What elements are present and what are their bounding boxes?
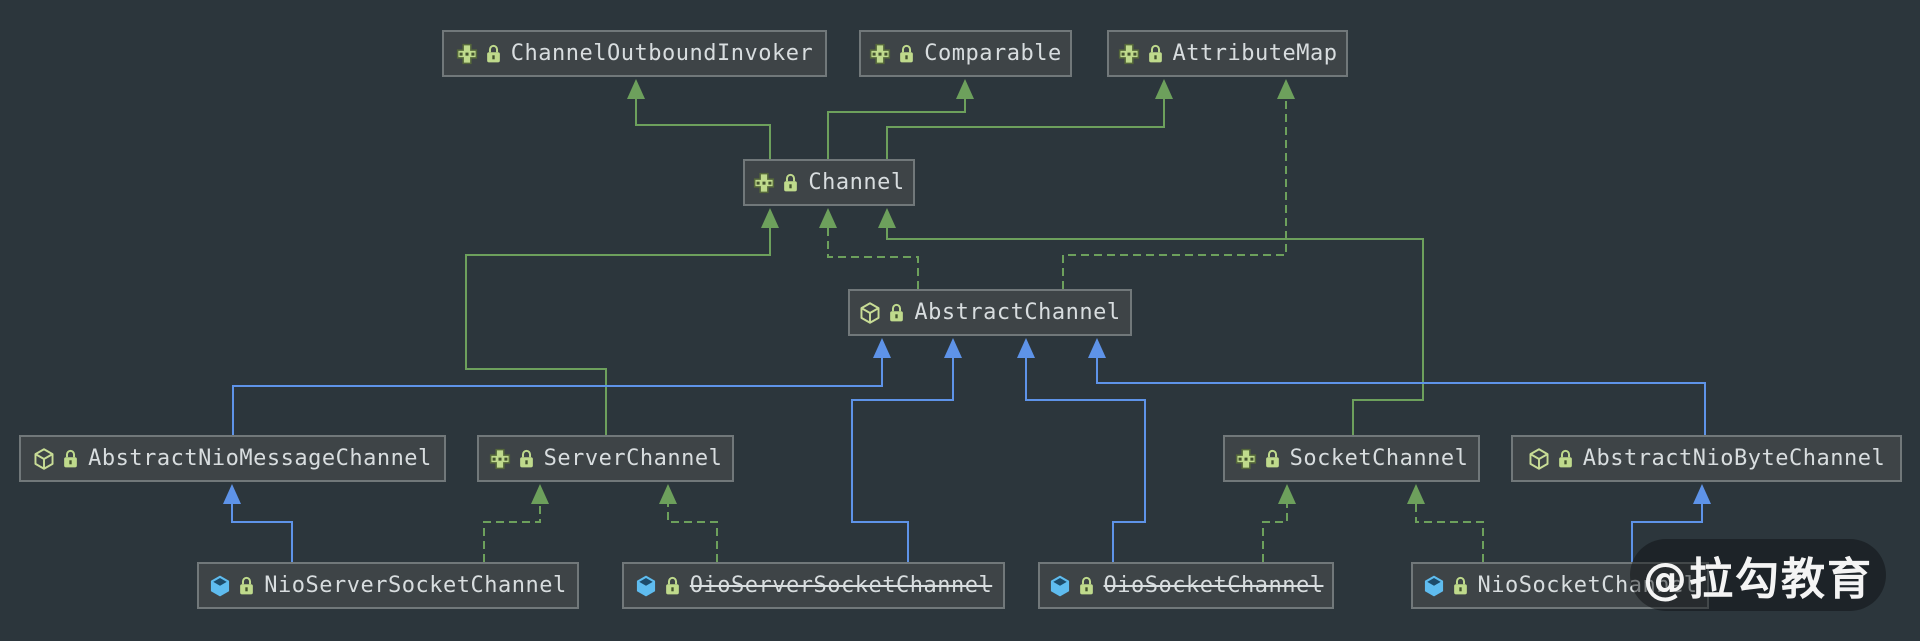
- class-icon: [1049, 575, 1071, 597]
- class-node-attributemap[interactable]: AttributeMap: [1107, 30, 1348, 77]
- class-node-abstractniomessagechannel[interactable]: AbstractNioMessageChannel: [19, 435, 446, 482]
- node-label: Comparable: [924, 41, 1062, 66]
- class-node-oioserversocketchannel[interactable]: OioServerSocketChannel: [622, 562, 1005, 609]
- class-node-socketchannel[interactable]: SocketChannel: [1223, 435, 1480, 482]
- lock-icon: [238, 576, 255, 596]
- interface-icon: [869, 43, 891, 65]
- lock-icon: [1147, 44, 1164, 64]
- class-node-abstractchannel[interactable]: AbstractChannel: [848, 289, 1132, 336]
- class-node-abstractniobytechannel[interactable]: AbstractNioByteChannel: [1511, 435, 1902, 482]
- node-label: AttributeMap: [1172, 41, 1338, 66]
- lock-icon: [1452, 576, 1469, 596]
- lock-icon: [1264, 449, 1281, 469]
- class-node-niosocketchannel[interactable]: NioSocketChannel: [1411, 562, 1709, 609]
- lock-icon: [485, 44, 502, 64]
- class-icon: [1423, 575, 1445, 597]
- lock-icon: [782, 173, 799, 193]
- node-label: AbstractNioMessageChannel: [88, 446, 432, 471]
- node-label: NioSocketChannel: [1477, 573, 1698, 598]
- abstract-class-icon: [859, 301, 881, 324]
- class-icon: [635, 575, 657, 597]
- interface-icon: [489, 448, 511, 470]
- abstract-class-icon: [1528, 447, 1550, 470]
- node-label: NioServerSocketChannel: [264, 573, 567, 598]
- class-node-nioserversocketchannel[interactable]: NioServerSocketChannel: [197, 562, 579, 609]
- interface-icon: [1118, 43, 1140, 65]
- node-label: AbstractNioByteChannel: [1582, 446, 1886, 471]
- lock-icon: [518, 449, 535, 469]
- interface-icon: [456, 43, 478, 65]
- node-label: ServerChannel: [543, 446, 723, 471]
- class-node-channeloutboundinvoker[interactable]: ChannelOutboundInvoker: [442, 30, 827, 77]
- lock-icon: [1078, 576, 1095, 596]
- lock-icon: [888, 303, 905, 323]
- lock-icon: [62, 449, 79, 469]
- lock-icon: [1557, 449, 1574, 469]
- node-label: SocketChannel: [1289, 446, 1469, 471]
- lock-icon: [898, 44, 915, 64]
- class-icon: [209, 575, 231, 597]
- class-node-serverchannel[interactable]: ServerChannel: [477, 435, 734, 482]
- node-label: OioSocketChannel: [1103, 573, 1324, 598]
- node-label: OioServerSocketChannel: [689, 573, 993, 598]
- interface-icon: [1235, 448, 1257, 470]
- interface-icon: [753, 172, 775, 194]
- class-node-comparable[interactable]: Comparable: [859, 30, 1072, 77]
- node-label: AbstractChannel: [914, 300, 1121, 325]
- lock-icon: [664, 576, 681, 596]
- node-label: ChannelOutboundInvoker: [510, 41, 814, 66]
- abstract-class-icon: [33, 447, 55, 470]
- node-label: Channel: [808, 170, 905, 195]
- watermark-badge: @拉勾教育: [1630, 539, 1886, 611]
- class-node-channel[interactable]: Channel: [743, 159, 915, 206]
- class-node-oiosocketchannel[interactable]: OioSocketChannel: [1038, 562, 1334, 609]
